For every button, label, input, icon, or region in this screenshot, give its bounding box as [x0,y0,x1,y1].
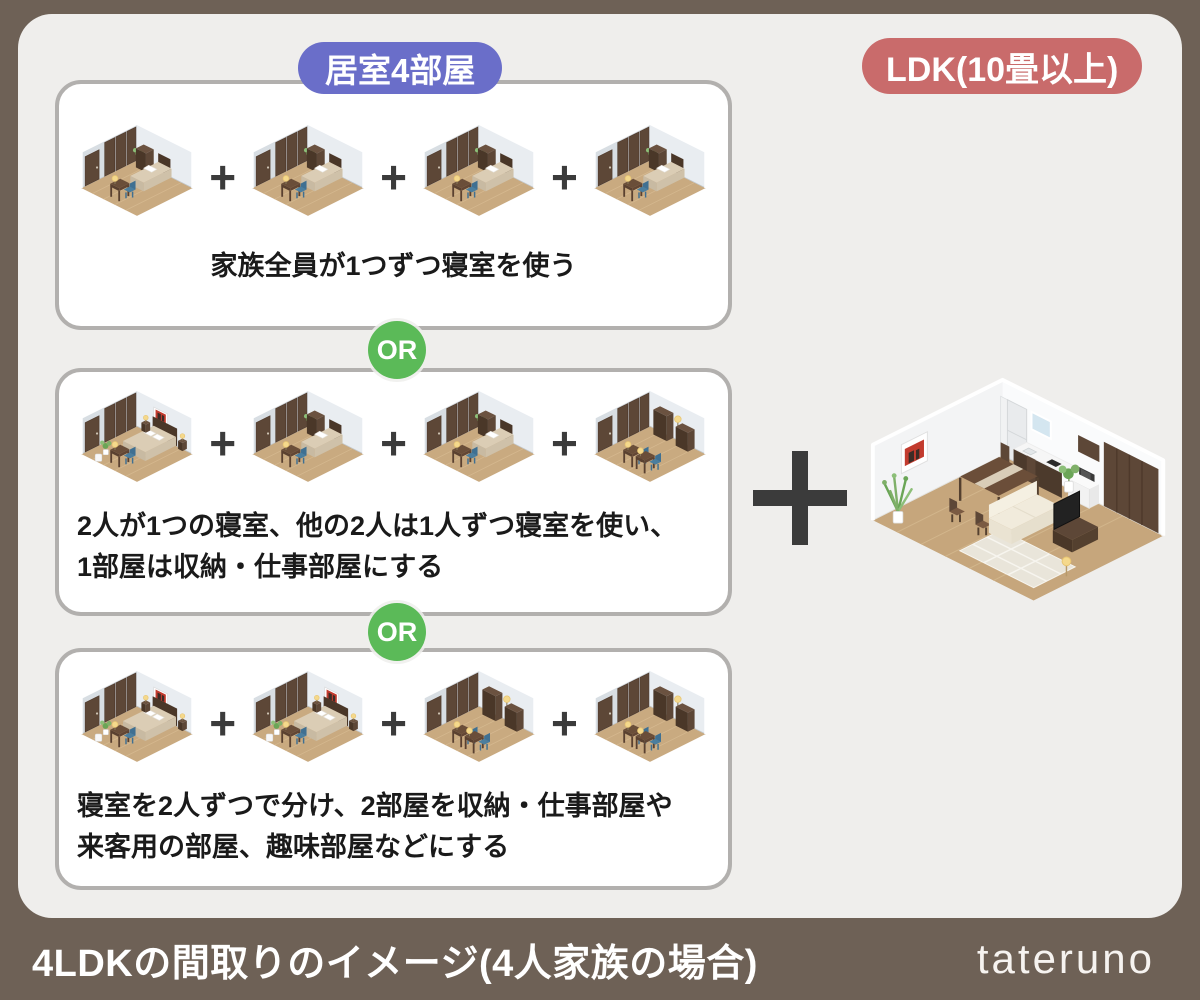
single-bedroom-illustration [242,388,374,498]
plus-icon: + [380,151,407,203]
plus-icon: + [550,697,578,749]
plus-icon: + [380,417,407,469]
plus-icon: + [380,697,407,749]
plus-icon: + [550,417,578,469]
plus-icon: + [209,697,237,749]
brand-logo: tateruno [976,935,1155,982]
rooms-badge: 居室4部屋 [298,42,503,94]
single-bedroom-illustration [413,388,545,498]
option-caption: 2人が1つの寝室、他の2人は1人ずつ寝室を使い、 1部屋は収納・仕事部屋にする [77,511,678,582]
or-badge: OR [368,603,426,661]
ldk-badge: LDK(10畳以上) [862,38,1143,94]
double-bedroom-illustration [71,388,203,498]
plus-icon: + [209,151,237,203]
single-bedroom-illustration [242,122,374,232]
single-bedroom-illustration [71,122,203,232]
page-title: 4LDKの間取りのイメージ(4人家族の場合) [32,942,758,985]
double-bedroom-illustration [71,668,203,778]
single-bedroom-illustration [584,122,716,232]
rooms-row: + + + [71,122,716,232]
work-room-illustration [413,668,545,778]
ldk-room-drawing [870,377,1166,601]
plus-icon: + [209,417,237,469]
content-panel: 居室4部屋 LDK(10畳以上) + + + 家族全員が1つずつ寝室を使う OR +… [18,14,1182,918]
footer-bar: 4LDKの間取りのイメージ(4人家族の場合) tateruno [0,918,1200,1000]
plus-icon: + [550,151,578,203]
ldk-room-illustration [855,375,1185,617]
single-bedroom-illustration [413,122,545,232]
big-plus-icon [753,451,847,545]
work-room-illustration [584,388,716,498]
double-bedroom-illustration [242,668,374,778]
option-caption: 家族全員が1つずつ寝室を使う [210,251,577,281]
rooms-row: + + + [71,388,716,498]
option-box-2: + + + 2人が1つの寝室、他の2人は1人ずつ寝室を使い、 1部屋は収納・仕事部屋… [55,368,732,616]
work-room-illustration [584,668,716,778]
rooms-row: + + + [71,668,716,778]
option-caption: 寝室を2人ずつで分け、2部屋を収納・仕事部屋や 来客用の部屋、趣味部屋などにする [77,791,673,862]
option-box-3: + + + 寝室を2人ずつで分け、2部屋を収納・仕事部屋や 来客用の部屋、趣味部屋な… [55,648,732,890]
option-box-1: + + + 家族全員が1つずつ寝室を使う [55,80,732,330]
or-badge: OR [368,321,426,379]
